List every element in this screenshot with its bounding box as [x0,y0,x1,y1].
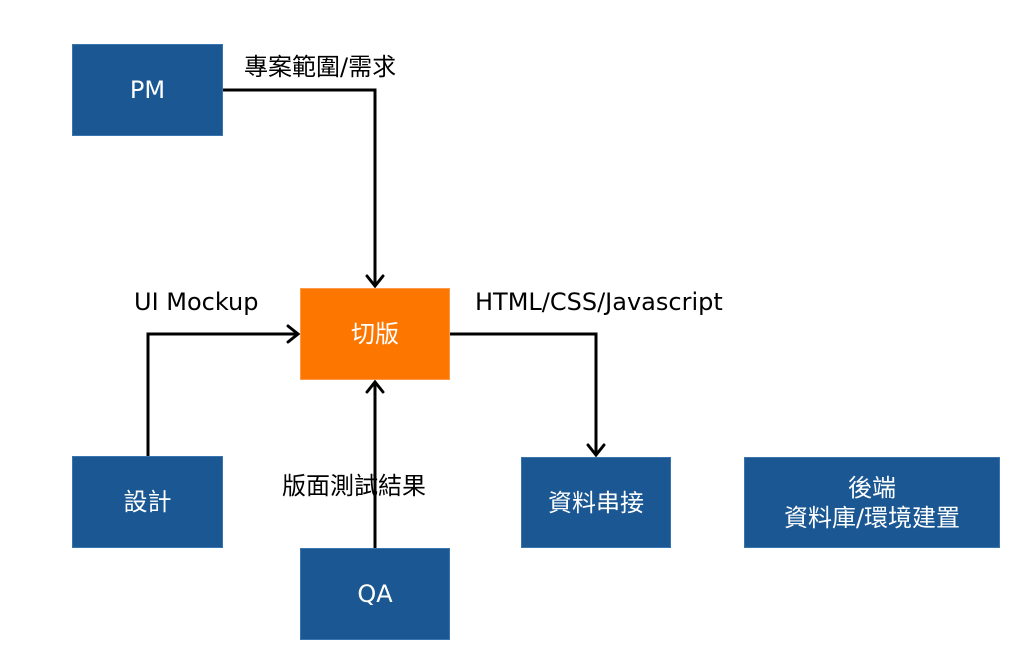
node-cut-label: 切版 [351,320,399,348]
node-cut: 切版 [300,288,450,380]
node-backend: 後端 資料庫/環境建置 [744,457,1000,548]
arrowhead-design-to-cut [286,324,301,344]
node-data-integration-label: 資料串接 [548,488,644,517]
edge-label-layout-test-results: 版面測試結果 [282,472,426,500]
arrowhead-cut-to-data [586,443,606,458]
arrowhead-pm-to-cut [365,274,385,289]
node-pm-label: PM [129,76,166,104]
arrowhead-qa-to-cut [365,379,385,394]
node-pm: PM [72,44,223,136]
edge-pm-to-cut [223,88,377,286]
node-qa-label: QA [357,580,393,608]
node-design-label: 設計 [123,488,172,516]
edge-label-ui-mockup: UI Mockup [134,288,259,316]
node-qa: QA [300,548,450,640]
edge-label-requirements: 專案範圍/需求 [244,53,397,81]
edge-cut-to-data [450,332,598,455]
node-design: 設計 [72,456,223,548]
node-data-integration: 資料串接 [521,457,671,548]
node-backend-label-line2: 資料庫/環境建置 [783,503,961,532]
edge-label-html-css-js: HTML/CSS/Javascript [475,288,723,316]
node-backend-label-line1: 後端 [848,473,896,502]
edge-design-to-cut [146,332,298,456]
